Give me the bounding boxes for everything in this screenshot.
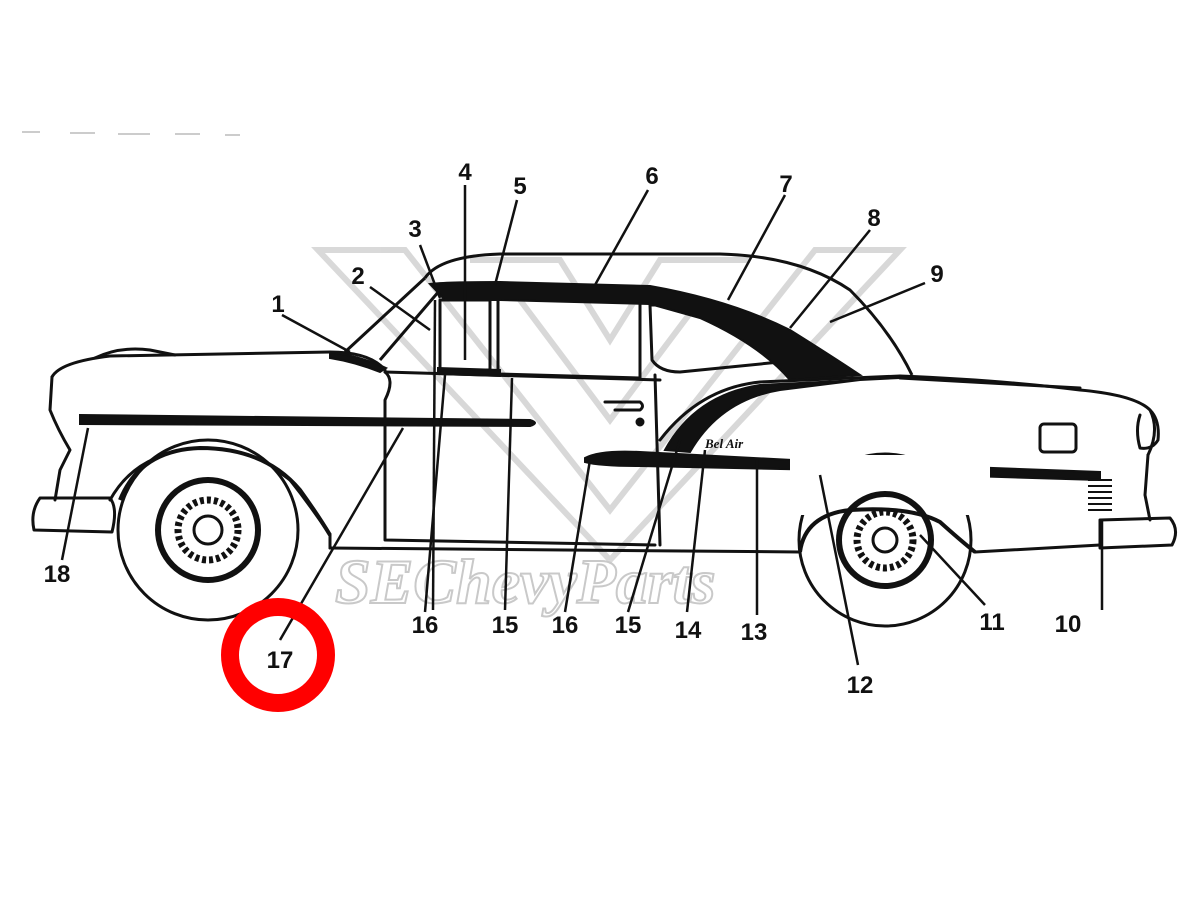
callout-4: 4: [458, 159, 472, 186]
front-fender-skirt: [118, 445, 332, 537]
callout-labels: 1 2 3 4 5 6 7 8 9 10 11 12 13 14 15 15 1…: [44, 159, 1082, 699]
callout-12: 12: [847, 672, 874, 699]
callout-15-left: 15: [492, 612, 519, 639]
callout-17: 17: [267, 647, 294, 674]
callout-11: 11: [979, 609, 1004, 636]
callout-9: 9: [930, 261, 943, 288]
callout-6: 6: [645, 163, 658, 190]
callout-10: 10: [1055, 611, 1082, 638]
callout-14: 14: [675, 617, 702, 644]
watermark-text: SEChevyParts: [335, 546, 715, 617]
callout-1: 1: [271, 291, 284, 318]
callout-5: 5: [513, 173, 526, 200]
callout-16-left: 16: [412, 612, 439, 639]
gravel-shield: [1088, 479, 1112, 511]
callout-15-right: 15: [615, 612, 642, 639]
highlight-circle: [221, 598, 335, 712]
callout-3: 3: [408, 216, 421, 243]
callout-13: 13: [741, 619, 768, 646]
front-wheel: [116, 438, 300, 622]
callout-8: 8: [867, 205, 880, 232]
nameplate-script: Bel Air: [704, 436, 744, 451]
leader-lines: [60, 185, 1104, 666]
scan-marks: [22, 131, 240, 136]
callout-16-right: 16: [552, 612, 579, 639]
callout-2: 2: [351, 263, 364, 290]
callout-18: 18: [44, 561, 71, 588]
callout-7: 7: [779, 171, 792, 198]
watermark-logo: [311, 247, 907, 565]
